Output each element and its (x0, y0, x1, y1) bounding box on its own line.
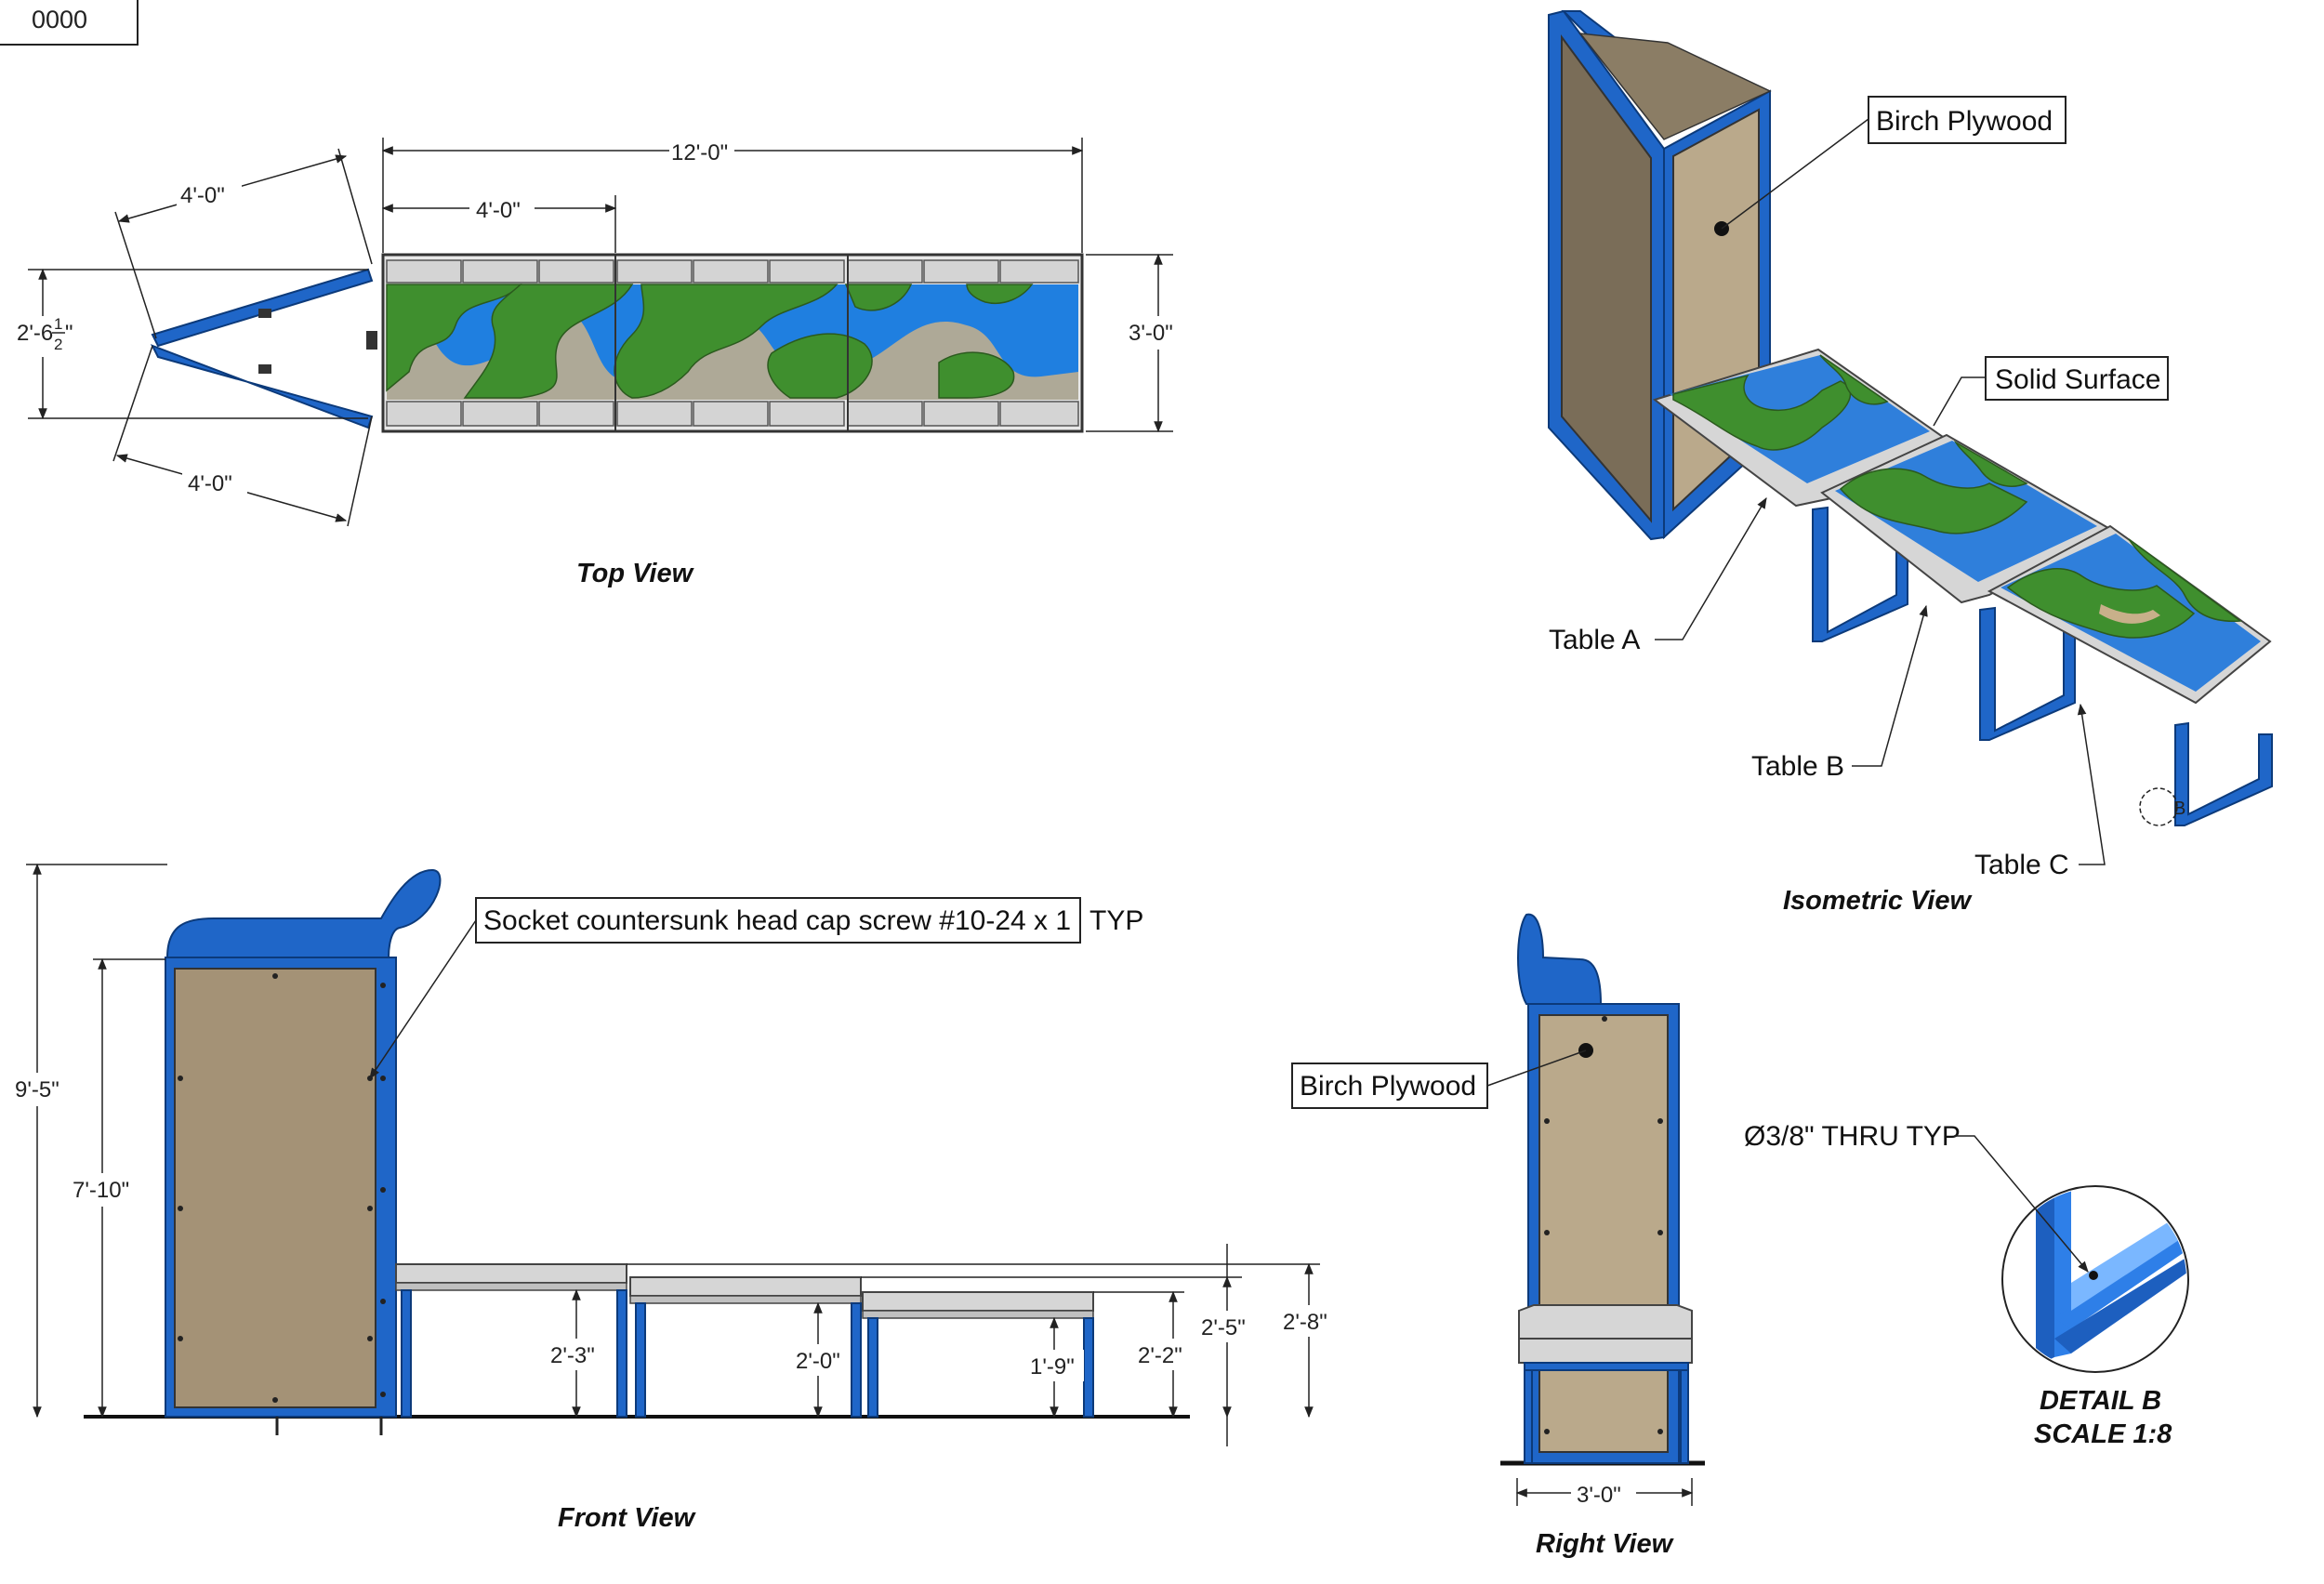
front-overall-height-dim: 9'-5" (15, 1077, 59, 1102)
detail-b: Ø3/8" THRU TYP DETAIL B SCALE 1:8 (1744, 1121, 2189, 1449)
sheet-id-box: 0000 (0, 0, 139, 46)
top-depth-dim: 3'-0" (1129, 321, 1173, 346)
front-table-a-top-dim: 2'-8" (1283, 1310, 1327, 1335)
iso-table-a-label[interactable]: Table A (1549, 625, 1640, 655)
right-width-dim: 3'-0" (1577, 1483, 1621, 1508)
top-wing-span-num: 1 (54, 315, 62, 333)
detail-b-scale: SCALE 1:8 (2034, 1419, 2172, 1449)
front-screw-callout[interactable]: Socket countersunk head cap screw #10-24… (483, 905, 1071, 936)
isometric-view-title: Isometric View (1783, 886, 1973, 916)
top-overall-length-dim: 12'-0" (671, 140, 728, 165)
front-view-title: Front View (558, 1503, 697, 1533)
top-view: 12'-0" 4'-0" 3'-0" (15, 138, 1192, 588)
top-view-title: Top View (576, 559, 695, 588)
iso-table-b-label[interactable]: Table B (1751, 751, 1844, 782)
iso-detail-b-ref: B (2173, 799, 2185, 819)
iso-table-c-label[interactable]: Table C (1974, 850, 2069, 880)
front-table-a-height-dim: 2'-3" (550, 1343, 595, 1368)
front-table-c-top-dim: 2'-2" (1138, 1343, 1182, 1368)
front-table-b-top-dim: 2'-5" (1201, 1315, 1246, 1340)
top-segment-dim: 4'-0" (476, 198, 521, 223)
top-wing-upper-dim: 4'-0" (180, 183, 225, 208)
detail-b-title: DETAIL B (2040, 1386, 2161, 1416)
front-screw-typ: TYP (1089, 905, 1143, 936)
front-panel-height-dim: 7'-10" (73, 1178, 129, 1203)
right-birch-plywood-callout[interactable]: Birch Plywood (1300, 1071, 1476, 1102)
right-view-title: Right View (1536, 1529, 1675, 1559)
iso-solid-surface-callout[interactable]: Solid Surface (1995, 364, 2160, 395)
front-table-b-height-dim: 2'-0" (796, 1349, 840, 1374)
front-view: 9'-5" 7'-10" 2'-3" 2'-0" 1'-9" 2'-2" 2'-… (13, 863, 1337, 1533)
top-wing-span-den: 2 (54, 336, 62, 353)
detail-hole-callout[interactable]: Ø3/8" THRU TYP (1744, 1121, 1961, 1152)
top-wing-span-dim: 2'-6 (17, 321, 53, 346)
right-view: 3'-0" Birch Plywood Right View (1291, 913, 1705, 1559)
sheet-id-text: 0000 (32, 6, 87, 33)
top-wing-lower-dim: 4'-0" (188, 471, 232, 496)
top-wing-span-unit: " (65, 321, 73, 346)
iso-birch-plywood-callout[interactable]: Birch Plywood (1876, 106, 2053, 137)
isometric-view: Birch Plywood Solid Surface Table A Tabl… (1548, 9, 2273, 916)
front-table-c-height-dim: 1'-9" (1030, 1354, 1075, 1379)
